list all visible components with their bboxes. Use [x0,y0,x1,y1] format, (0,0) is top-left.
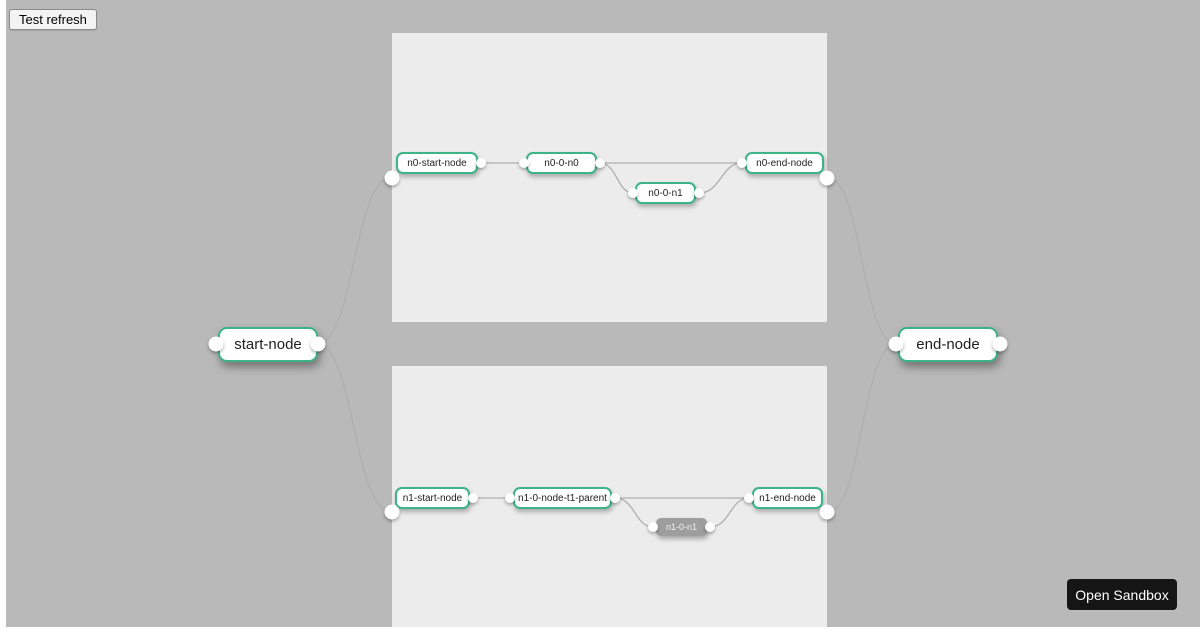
edge-start-to-group-n0[interactable] [316,177,392,345]
node-n0-0-n0[interactable]: n0-0-n0 [526,152,597,174]
handle-target-end[interactable] [888,336,904,352]
group-node-n0[interactable] [392,33,827,322]
handle-source-n0-0-n0[interactable] [595,158,605,168]
node-n0-0-n0-label: n0-0-n0 [544,157,579,169]
handle-source-group-n0[interactable] [819,170,835,186]
edge-group-n1-to-end[interactable] [827,343,897,513]
node-n1-parent[interactable]: n1-0-node-t1-parent [513,487,612,509]
handle-target-start[interactable] [208,336,224,352]
node-n0-start-label: n0-start-node [407,157,467,169]
node-n1-0-n1-label: n1-0-n1 [665,522,698,532]
edge-start-to-group-n1[interactable] [316,343,392,513]
node-n0-end-label: n0-end-node [756,157,813,169]
page-edge-bottom [0,627,1200,630]
handle-source-n0-0-n1[interactable] [694,188,704,198]
node-n1-start[interactable]: n1-start-node [395,487,470,509]
handle-target-n0-0-n0[interactable] [519,158,529,168]
node-n0-0-n1[interactable]: n0-0-n1 [635,182,696,204]
handle-source-n1-start[interactable] [468,493,478,503]
handle-target-group-n1[interactable] [384,504,400,520]
node-n1-start-label: n1-start-node [402,492,463,504]
handle-target-n0-end[interactable] [737,158,747,168]
handle-source-start[interactable] [310,336,326,352]
handle-source-end[interactable] [992,336,1008,352]
test-refresh-button[interactable]: Test refresh [9,9,97,30]
handle-target-n0-0-n1[interactable] [628,188,638,198]
handle-target-n1-0-n1[interactable] [648,522,658,532]
node-n0-start[interactable]: n0-start-node [396,152,478,174]
node-n1-end[interactable]: n1-end-node [752,487,823,509]
node-start-label: start-node [234,336,302,353]
node-start[interactable]: start-node [218,327,318,362]
edge-n0-0-n1-to-n0-end[interactable] [698,162,743,194]
handle-source-n1-parent[interactable] [610,493,620,503]
handle-target-n1-end[interactable] [744,493,754,503]
handle-source-n0-start[interactable] [476,158,486,168]
node-n0-0-n1-label: n0-0-n1 [648,187,683,199]
node-end-label: end-node [916,336,980,353]
page-edge-left [0,0,6,630]
handle-source-group-n1[interactable] [819,504,835,520]
node-n0-end[interactable]: n0-end-node [745,152,824,174]
node-n1-parent-label: n1-0-node-t1-parent [518,492,607,504]
edge-group-n0-to-end[interactable] [827,177,897,345]
node-n1-end-label: n1-end-node [759,492,816,504]
handle-target-n1-parent[interactable] [505,493,515,503]
flow-canvas[interactable]: start-node end-node n0-start-node n0-0-n… [6,0,1200,627]
node-n1-0-n1[interactable]: n1-0-n1 [656,518,707,536]
handle-source-n1-0-n1[interactable] [705,522,715,532]
open-sandbox-button[interactable]: Open Sandbox [1067,579,1177,610]
node-end[interactable]: end-node [898,327,998,362]
handle-target-group-n0[interactable] [384,170,400,186]
